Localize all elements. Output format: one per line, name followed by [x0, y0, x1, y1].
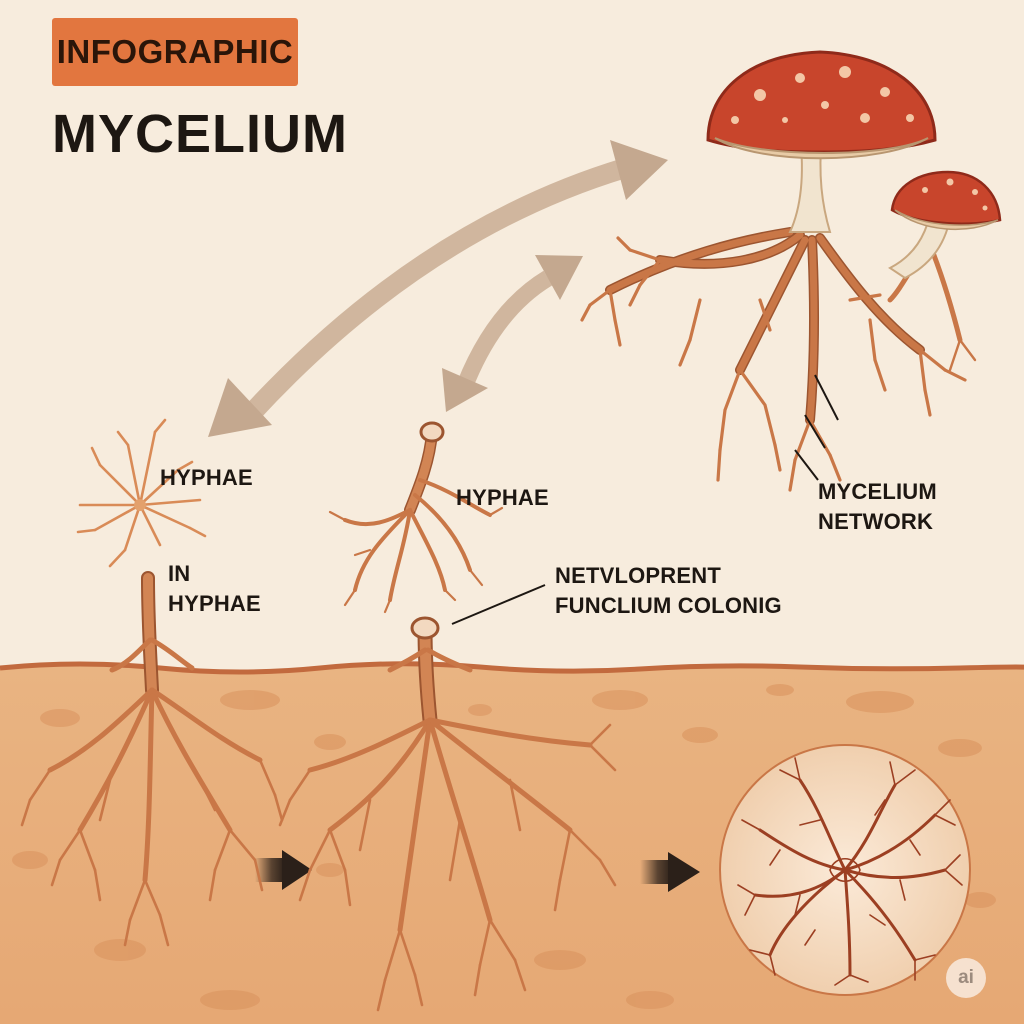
watermark-text: ai [958, 967, 974, 988]
stage-arrow-2 [640, 852, 700, 892]
mushroom-small [888, 170, 1002, 280]
hyphae-stalk-middle [278, 616, 617, 1012]
hyphae-spore-star [76, 418, 207, 568]
badge-label: INFOGRAPHIC [56, 33, 294, 70]
label-network-line2: NETWORK [818, 509, 934, 534]
hyphae-floating [328, 421, 504, 614]
label-network-line1: MYCELIUM [818, 479, 937, 504]
mushroom-network-roots [580, 227, 977, 492]
colony-disc [719, 744, 971, 996]
cycle-arrow-small [442, 255, 583, 412]
infographic-badge: INFOGRAPHIC [52, 18, 298, 86]
label-callout-line2: FUNCLIUM COLONIG [555, 593, 782, 618]
soil-pebbles [12, 684, 996, 1010]
label-callout-line1: NETVLOPRENT [555, 563, 721, 588]
label-in-hyphae: HYPHAE [168, 591, 261, 616]
ai-watermark-badge: ai [946, 958, 986, 998]
label-in: IN [168, 561, 191, 586]
label-hyphae-left: HYPHAE [160, 465, 253, 490]
mushroom-large [706, 50, 937, 233]
label-hyphae-middle: HYPHAE [456, 485, 549, 510]
hyphae-stalk-left [20, 571, 284, 947]
cycle-arrow-large [208, 140, 668, 437]
leader-lines [451, 374, 839, 625]
page-title: MYCELIUM [52, 104, 348, 164]
